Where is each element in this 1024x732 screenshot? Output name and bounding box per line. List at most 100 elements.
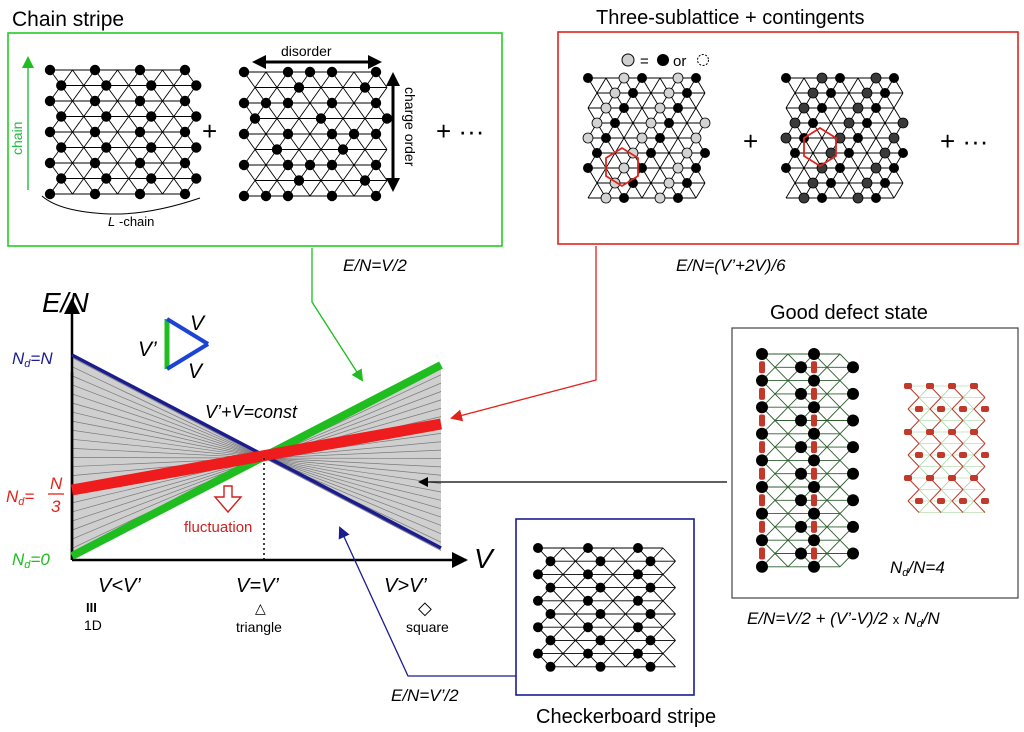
- site-filled: [637, 163, 647, 173]
- site-filled: [238, 128, 250, 140]
- defect-bar: [811, 547, 817, 560]
- bond: [677, 122, 688, 139]
- bond: [940, 489, 953, 502]
- bond: [826, 380, 841, 395]
- site-filled: [619, 193, 629, 203]
- site-filled: [238, 97, 250, 109]
- bond: [774, 446, 789, 461]
- defect-network-bond: [973, 408, 986, 421]
- defect-bar: [811, 467, 817, 480]
- site-filled: [533, 543, 543, 553]
- defect-bar: [811, 441, 817, 454]
- site-filled: [795, 520, 807, 533]
- bond: [632, 107, 643, 124]
- site-filled: [533, 622, 543, 633]
- bond: [826, 406, 841, 421]
- chain-stripe-lattice-2: [238, 66, 393, 202]
- site-filled: [808, 118, 818, 128]
- charge-arrow-top: [386, 72, 400, 86]
- site-gray: [681, 147, 693, 159]
- bond: [940, 408, 953, 421]
- site-filled: [756, 534, 768, 547]
- site-filled: [781, 73, 791, 83]
- site-filled: [89, 95, 101, 107]
- site-filled: [583, 648, 593, 659]
- bond: [72, 162, 85, 179]
- bond: [562, 626, 576, 641]
- three-sublattice-energy: E/N=(V’+2V)/6: [676, 256, 786, 275]
- bond: [774, 433, 789, 448]
- bond: [72, 147, 85, 164]
- site-dark: [852, 102, 864, 114]
- hexagon-highlight: [605, 146, 639, 188]
- site-filled: [146, 142, 157, 153]
- chain-connector-arrow: [311, 248, 364, 382]
- triangle-v-prime-label: V’: [138, 338, 157, 361]
- bond: [650, 167, 661, 184]
- site-filled: [44, 95, 56, 107]
- site-filled: [645, 609, 656, 619]
- site-gray: [663, 87, 675, 99]
- site-filled: [191, 142, 202, 153]
- checker-connector-arrow: [338, 526, 516, 677]
- defect-block: [904, 383, 912, 389]
- site-filled: [847, 494, 859, 507]
- site-filled: [795, 494, 807, 507]
- defect-block: [937, 452, 945, 458]
- site-filled: [179, 188, 191, 200]
- bond: [162, 100, 175, 117]
- bond: [774, 473, 789, 488]
- site-filled: [359, 175, 371, 186]
- site-filled: [533, 569, 543, 580]
- bond: [695, 182, 706, 199]
- site-filled: [646, 148, 656, 158]
- bond: [848, 167, 859, 184]
- site-filled: [583, 622, 593, 633]
- site-gray: [591, 117, 603, 129]
- site-filled: [808, 534, 820, 547]
- site-filled: [756, 507, 768, 520]
- site-filled: [545, 582, 556, 593]
- bond: [918, 454, 931, 467]
- legend-empty-site-icon: [697, 54, 709, 66]
- bond: [72, 100, 85, 117]
- site-filled: [808, 454, 820, 467]
- bond: [686, 107, 697, 124]
- bond: [596, 77, 607, 94]
- bond: [826, 513, 841, 528]
- defect-network-bond: [973, 489, 986, 502]
- region-1d-label: V<V’: [98, 575, 141, 597]
- site-gray: [600, 192, 612, 204]
- bond: [162, 162, 175, 179]
- site-gray: [690, 132, 702, 144]
- checkerboard-energy: E/N=V’/2: [391, 686, 459, 705]
- defect-network-bond: [973, 397, 986, 410]
- bond: [342, 71, 355, 88]
- nd-mid-numerator: N: [50, 474, 63, 493]
- site-gray: [699, 117, 711, 129]
- three-connector-arrow: [450, 246, 597, 422]
- defect-bar: [759, 361, 765, 374]
- site-filled: [633, 648, 643, 659]
- bond: [662, 587, 676, 602]
- bond: [812, 137, 823, 154]
- site-filled: [282, 190, 294, 202]
- bond: [962, 408, 975, 421]
- bond: [117, 162, 130, 179]
- site-filled: [756, 427, 768, 440]
- site-dark: [861, 177, 873, 189]
- bond: [342, 164, 355, 181]
- defect-block: [959, 406, 967, 412]
- site-filled: [756, 348, 768, 360]
- site-filled: [370, 190, 382, 202]
- nd-top-label: Nd=N: [12, 349, 53, 370]
- site-filled: [282, 66, 294, 78]
- triangle-v-bottom-edge: [165, 342, 210, 371]
- site-filled: [862, 118, 872, 128]
- site-filled: [691, 73, 701, 83]
- site-filled: [847, 387, 859, 400]
- site-filled: [89, 157, 101, 169]
- bond: [612, 587, 626, 602]
- three-sublattice-line: [71, 418, 442, 496]
